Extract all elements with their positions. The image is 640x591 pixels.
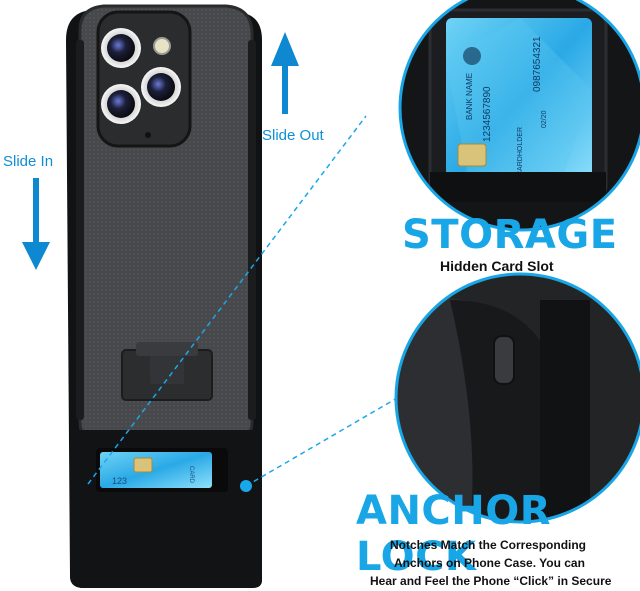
card-peek-chip [133,457,153,473]
card-number-a: 1234567890 [482,86,493,142]
camera-mic [145,132,151,138]
storage-card-chip [457,143,487,167]
card-number-b: 0987654321 [532,36,543,92]
phone-holster-assembly: 123 CARD [66,4,405,588]
slide-in-label: Slide In [3,153,54,170]
anchor-inset [394,272,640,524]
slide-out-arrow [271,32,299,114]
camera-flash [153,37,171,55]
card-valid: 02/20 [541,110,548,128]
storage-subtitle: Hidden Card Slot [440,258,554,274]
anchor-line-2: Anchors on Phone Case. You can [394,556,585,570]
card-holder: CARDHOLDER [517,127,524,176]
slide-out-label: Slide Out [262,127,324,144]
card-peek-digits: 123 [112,476,127,486]
side-rail-right [248,40,256,420]
leader-line-top [87,115,367,485]
storage-inset: BANK NAME 1234567890 0987654321 02/20 CA… [398,0,640,232]
leader-line-bottom [245,393,405,487]
anchor-line-3: Hear and Feel the Phone “Click” in Secur… [370,574,612,588]
anchor-line-1: Notches Match the Corresponding [390,538,587,552]
anchor-notch [493,335,515,385]
card-bank-name: BANK NAME [465,73,474,120]
anchor-title: ANCHOR LOCK [356,488,552,580]
card-peek [100,452,212,488]
card-peek-holder: CARD [188,466,194,484]
storage-title: STORAGE [402,212,618,258]
kickstand [121,342,213,401]
slide-in-arrow [22,178,50,270]
side-rail-left [76,40,84,420]
